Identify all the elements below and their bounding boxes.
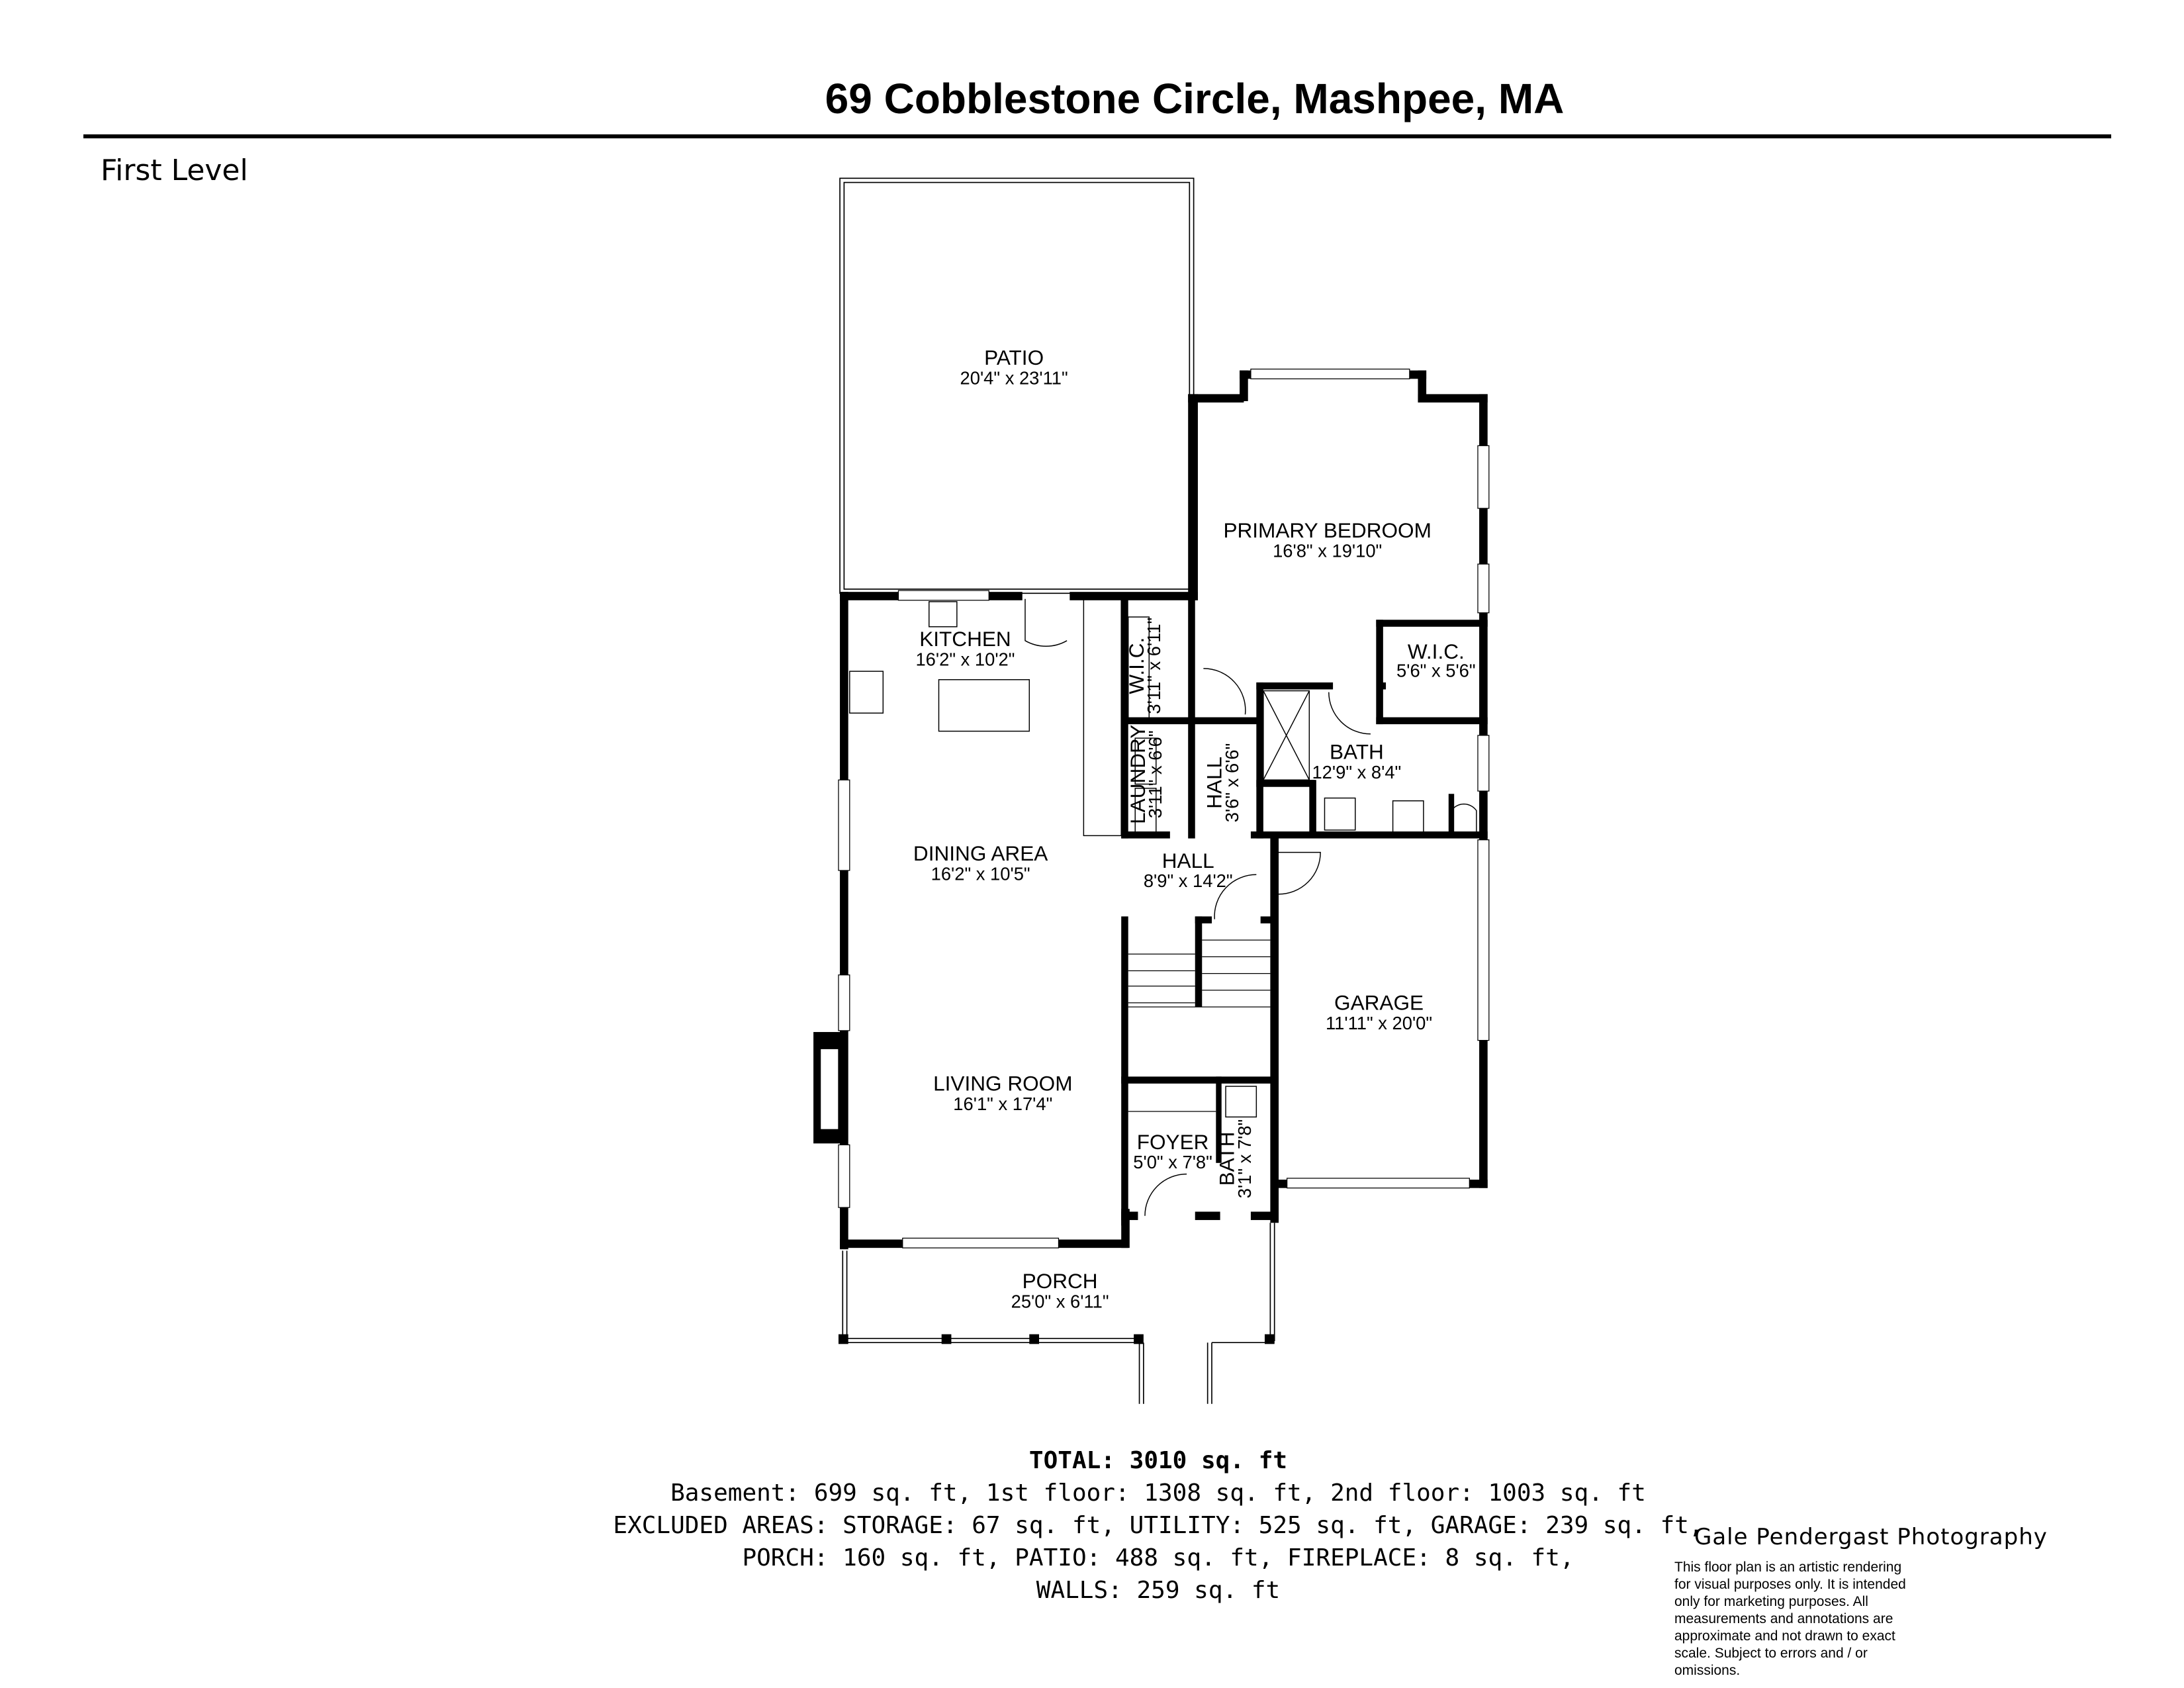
room-name-wic-small: W.I.C. bbox=[1124, 637, 1148, 694]
page-title: 69 Cobblestone Circle, Mashpee, MA bbox=[825, 75, 1565, 122]
room-name-laundry: LAUNDRY bbox=[1126, 725, 1150, 824]
room-dims-garage: 11'11" x 20'0" bbox=[1326, 1013, 1432, 1033]
room-dims-bath-primary: 12'9" x 8'4" bbox=[1312, 762, 1401, 782]
room-dims-hall-small: 3'6" x 6'6" bbox=[1222, 743, 1242, 823]
title-divider bbox=[83, 134, 2111, 138]
fireplace bbox=[819, 1048, 839, 1130]
room-name-primary-bedroom: PRIMARY BEDROOM bbox=[1223, 518, 1431, 542]
room-name-living: LIVING ROOM bbox=[933, 1071, 1072, 1095]
area-summary: TOTAL: 3010 sq. ft Basement: 699 sq. ft,… bbox=[596, 1444, 1721, 1607]
room-dims-laundry: 3'11" x 6'6" bbox=[1145, 730, 1165, 818]
room-dims-porch: 25'0" x 6'11" bbox=[1011, 1291, 1109, 1312]
room-name-bath-primary: BATH bbox=[1330, 740, 1384, 764]
room-name-dining: DINING AREA bbox=[913, 841, 1048, 865]
fixtures bbox=[849, 598, 1477, 1216]
room-dims-hall: 8'9" x 14'2" bbox=[1144, 870, 1233, 891]
room-name-wic-primary: W.I.C. bbox=[1408, 639, 1465, 663]
disclaimer: This floor plan is an artistic rendering… bbox=[1674, 1560, 1906, 1678]
room-dims-patio: 20'4" x 23'11" bbox=[960, 368, 1068, 389]
excluded-areas-3: WALLS: 259 sq. ft bbox=[1036, 1577, 1281, 1604]
room-name-hall: HALL bbox=[1162, 849, 1214, 872]
porch-outline bbox=[842, 1223, 1275, 1404]
excluded-areas-2: PORCH: 160 sq. ft, PATIO: 488 sq. ft, FI… bbox=[742, 1544, 1574, 1571]
room-labels: PATIO 20'4" x 23'11" PRIMARY BEDROOM 16'… bbox=[913, 346, 1476, 1311]
room-dims-wic-small: 3'11" x 6'11" bbox=[1144, 618, 1164, 714]
room-dims-foyer: 5'0" x 7'8" bbox=[1133, 1152, 1212, 1172]
room-name-bath-half: BATH bbox=[1215, 1132, 1239, 1186]
floor-areas: Basement: 699 sq. ft, 1st floor: 1308 sq… bbox=[670, 1479, 1646, 1507]
room-name-kitchen: KITCHEN bbox=[919, 627, 1011, 651]
photographer-brand: Gale Pendergast Photography bbox=[1694, 1524, 2048, 1550]
room-name-hall-small: HALL bbox=[1203, 757, 1226, 809]
room-name-patio: PATIO bbox=[984, 346, 1044, 369]
total-area: TOTAL: 3010 sq. ft bbox=[1028, 1447, 1288, 1474]
room-name-garage: GARAGE bbox=[1334, 990, 1424, 1014]
room-dims-bath-half: 3'1" x 7'8" bbox=[1234, 1119, 1255, 1199]
room-dims-dining: 16'2" x 10'5" bbox=[931, 864, 1030, 884]
windows bbox=[838, 368, 1490, 1248]
room-name-foyer: FOYER bbox=[1137, 1130, 1209, 1154]
level-label: First Level bbox=[101, 154, 248, 187]
room-dims-primary-bedroom: 16'8" x 19'10" bbox=[1273, 541, 1382, 561]
room-dims-wic-primary: 5'6" x 5'6" bbox=[1396, 661, 1476, 681]
room-dims-kitchen: 16'2" x 10'2" bbox=[915, 649, 1015, 670]
room-dims-living: 16'1" x 17'4" bbox=[953, 1094, 1052, 1114]
room-name-porch: PORCH bbox=[1023, 1269, 1098, 1293]
porch-posts bbox=[838, 1334, 1275, 1344]
excluded-areas-1: EXCLUDED AREAS: STORAGE: 67 sq. ft, UTIL… bbox=[613, 1512, 1704, 1539]
